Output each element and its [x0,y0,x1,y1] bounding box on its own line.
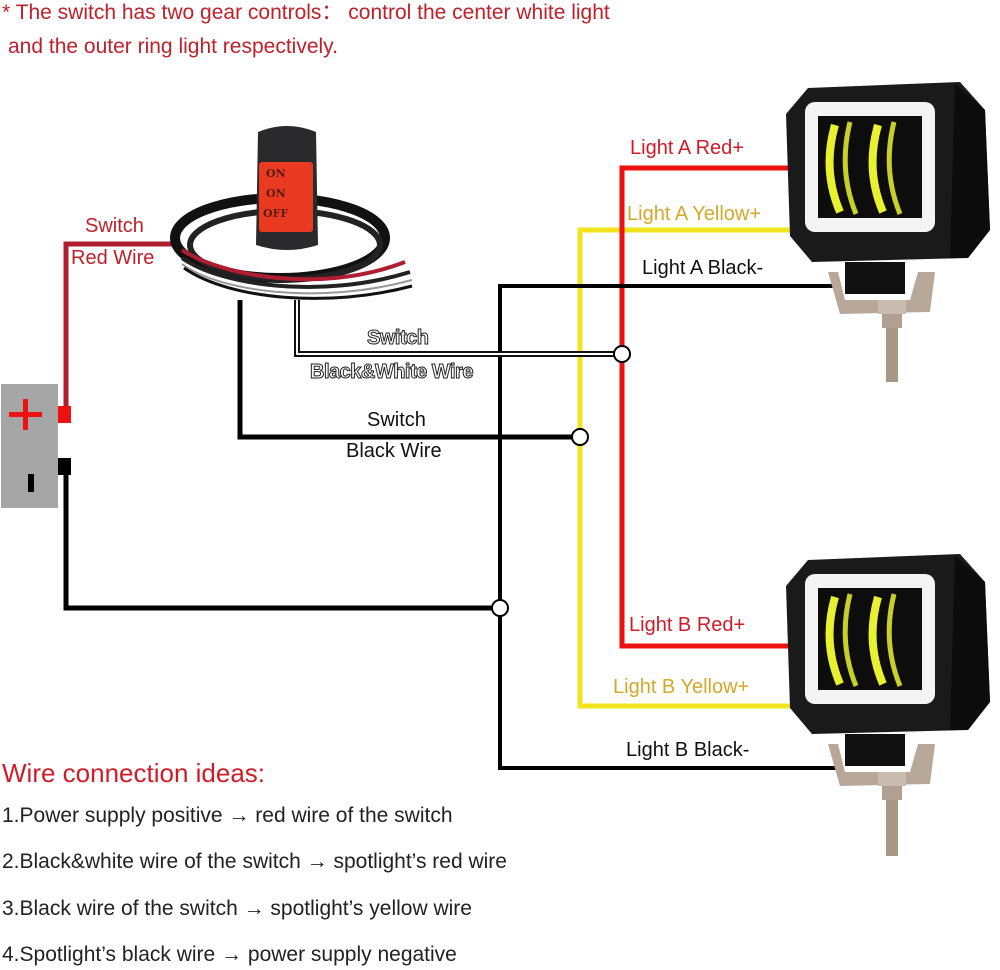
switch-position-2: ON [266,187,286,200]
rocker-switch [170,126,413,300]
switch-red-wire [63,241,180,406]
negative-return-wire [63,475,500,611]
light-b-red-label: Light B Red+ [629,614,746,636]
light-b-yellow-label: Light B Yellow+ [613,676,750,698]
instructions-heading: Wire connection ideas: [2,758,266,788]
note-line-2: and the outer ring light respectively. [8,35,338,58]
battery [1,384,71,508]
switch-black-wire-label-2: Black Wire [346,440,442,462]
switch-red-wire-label-1: Switch [85,215,144,237]
spotlight-a [786,82,990,382]
switch-black-white-wire [294,300,622,357]
light-a-red-wire [619,165,790,649]
instruction-step-1: 1.Power supply positive → red wire of th… [2,804,453,827]
light-a-yellow-wire [577,227,800,709]
instruction-step-3: 3.Black wire of the switch → spotlight’s… [2,897,472,920]
switch-black-wire-label-1: Switch [367,409,426,431]
positive-terminal [58,406,71,423]
battery-positive-symbol [9,399,42,430]
light-a-yellow-label: Light A Yellow+ [627,203,762,225]
switch-bw-wire-label-1: Switch [366,327,429,350]
spotlight-b [786,554,990,856]
switch-position-1: ON [266,167,286,180]
switch-position-3: OFF [263,207,289,220]
switch-black-wire [237,300,580,440]
junction-node-black [491,599,509,617]
instruction-step-4: 4.Spotlight’s black wire → power supply … [2,943,457,966]
spotlight-b-bolt [886,800,898,856]
note-line-1: * The switch has two gear controls： cont… [2,1,610,24]
spotlight-b-bracket [828,744,935,786]
junction-node-red [613,345,631,363]
battery-negative-symbol [28,474,34,492]
negative-terminal [58,458,71,475]
light-a-black-label: Light A Black- [642,257,764,279]
switch-red-wire-label-2: Red Wire [71,247,155,269]
switch-cable-red [180,248,406,282]
switch-bw-wire-label-2: Black&White Wire [310,361,474,384]
spotlight-a-bolt [886,328,898,382]
instruction-step-2: 2.Black&white wire of the switch → spotl… [2,850,507,873]
junction-node-yellow [571,428,589,446]
light-b-black-label: Light B Black- [626,739,750,761]
switch-rocker [259,162,313,232]
light-a-red-label: Light A Red+ [630,137,744,159]
spotlight-a-bracket [828,272,935,314]
